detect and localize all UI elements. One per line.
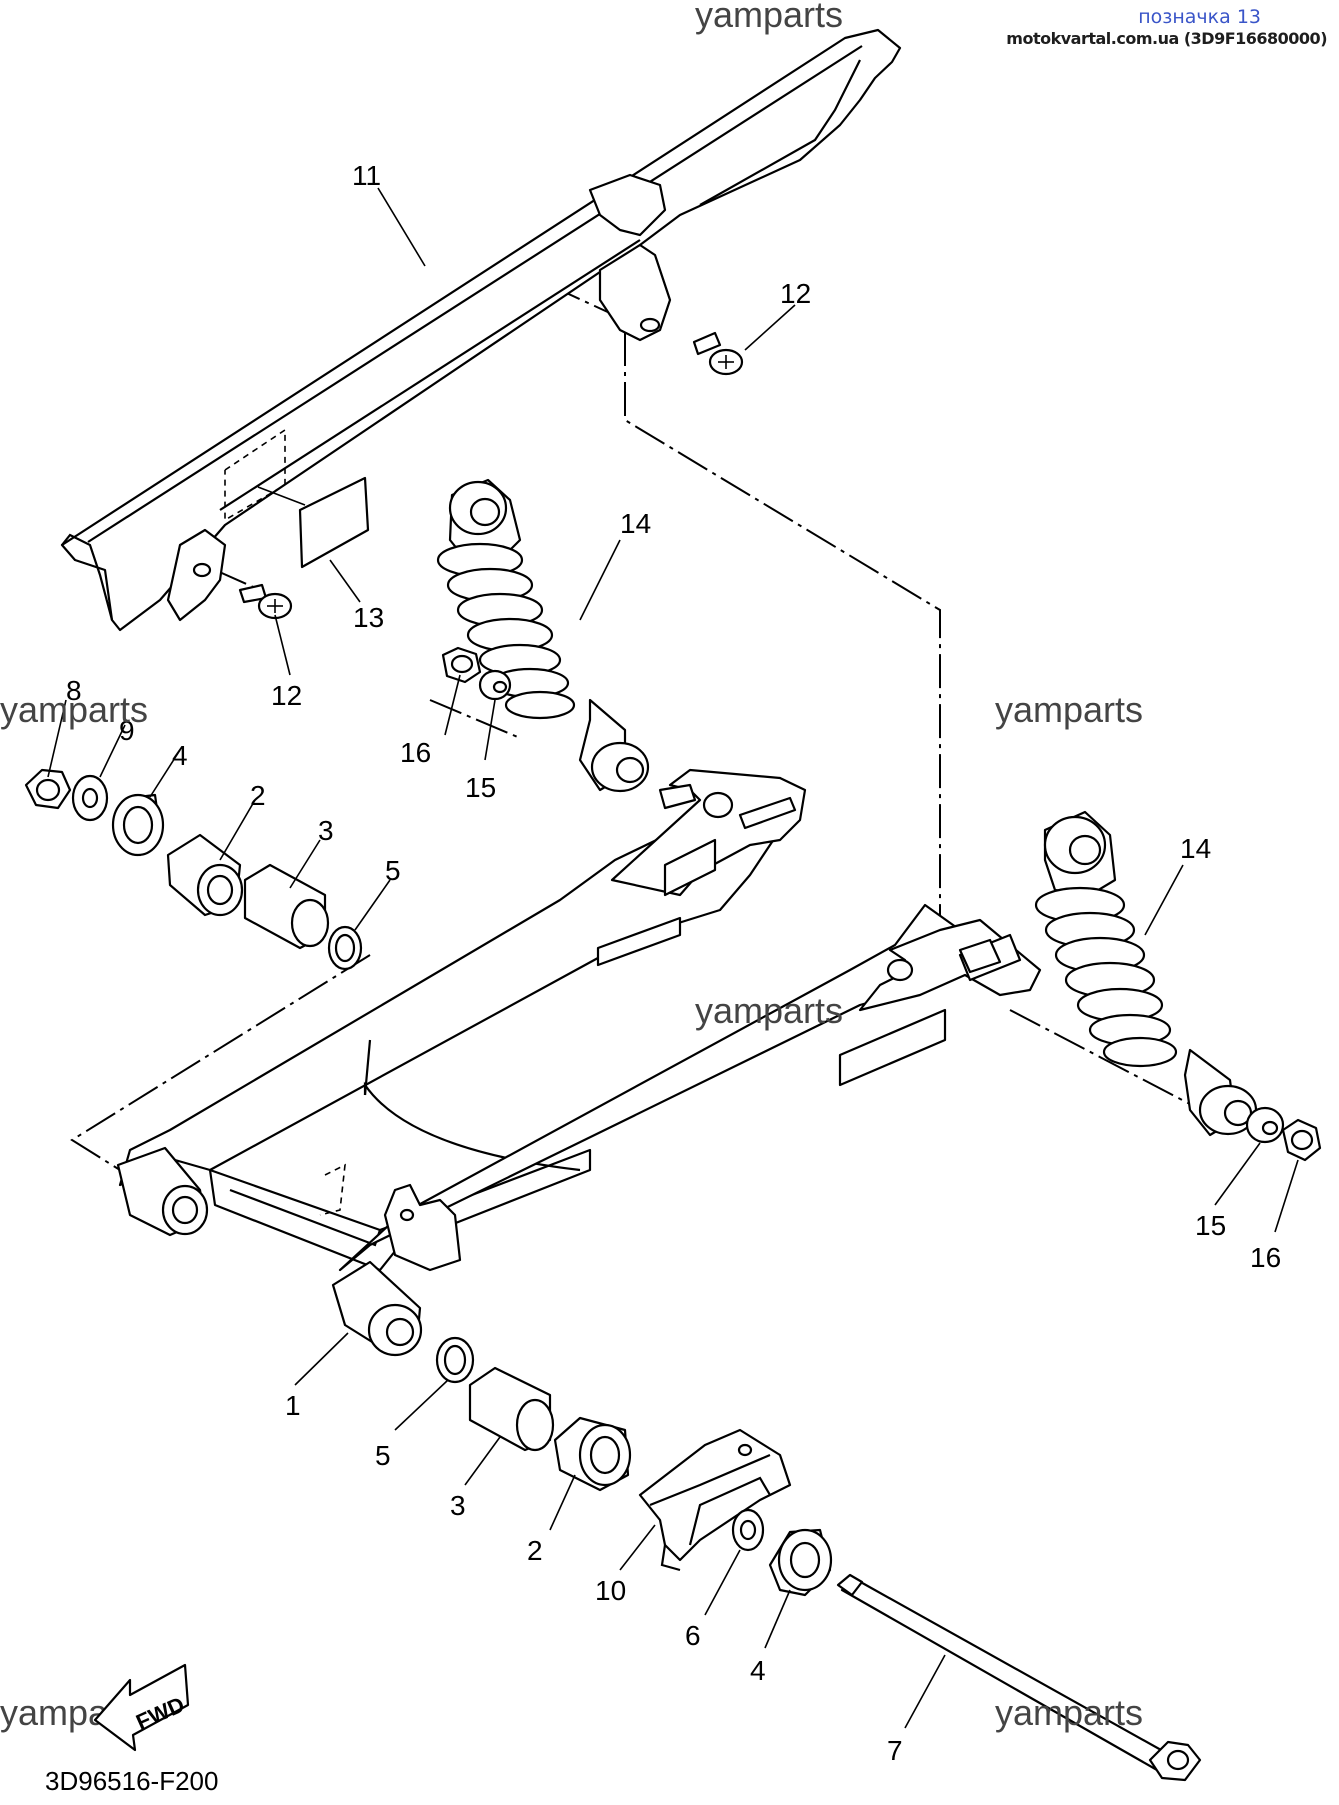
callout-10: 10 xyxy=(595,1575,626,1606)
washer-6 xyxy=(731,1508,765,1552)
callout-15-right: 15 xyxy=(1195,1210,1226,1241)
nut-16-left xyxy=(441,646,482,684)
callout-14-right: 14 xyxy=(1180,833,1211,864)
callout-numbers: 11 12 12 13 14 14 16 15 15 16 8 9 4 2 3 … xyxy=(66,160,1281,1766)
callout-3-bottom: 3 xyxy=(450,1490,466,1521)
callout-7: 7 xyxy=(887,1735,903,1766)
spacer-5-left xyxy=(327,925,363,971)
watermark-middle: yamparts xyxy=(695,990,843,1031)
bearing-4-left xyxy=(111,793,165,857)
callout-5-bottom: 5 xyxy=(375,1440,391,1471)
swingarm-part xyxy=(116,768,1042,1357)
shock-absorber-left xyxy=(436,478,650,793)
diagram-code: 3D96516-F200 xyxy=(45,1766,218,1796)
bolt-12-lower xyxy=(238,583,293,620)
callout-8: 8 xyxy=(66,675,82,706)
watermark-left: yamparts xyxy=(0,689,148,730)
callout-12-bottom: 12 xyxy=(271,680,302,711)
callout-2-left: 2 xyxy=(250,780,266,811)
callout-6: 6 xyxy=(685,1620,701,1651)
bushing-2-left xyxy=(166,833,244,917)
callout-14-left: 14 xyxy=(620,508,651,539)
callout-2-bottom: 2 xyxy=(527,1535,543,1566)
watermark-right: yamparts xyxy=(995,689,1143,730)
bushing-2-right xyxy=(553,1416,632,1492)
collar-3-left xyxy=(243,863,330,950)
callout-4-left: 4 xyxy=(172,740,188,771)
watermark-top: yamparts xyxy=(695,0,843,35)
nut-16-right xyxy=(1281,1118,1322,1162)
callout-4-bottom: 4 xyxy=(750,1655,766,1686)
bolt-12-upper xyxy=(692,331,744,376)
callout-16-left: 16 xyxy=(400,737,431,768)
callout-13: 13 xyxy=(353,602,384,633)
callout-16-right: 16 xyxy=(1250,1242,1281,1273)
collar-3-right xyxy=(468,1366,555,1452)
label-13-part xyxy=(298,476,370,569)
chain-case-part xyxy=(60,28,902,632)
pivot-shaft-7 xyxy=(836,1573,1202,1782)
callout-11: 11 xyxy=(352,160,381,191)
spacer-5-right xyxy=(435,1336,475,1384)
washer-15-left xyxy=(478,669,512,701)
callout-15-left: 15 xyxy=(465,772,496,803)
callout-12-top: 12 xyxy=(780,278,811,309)
shock-absorber-right xyxy=(1034,810,1258,1137)
assembly-guide-lines xyxy=(70,289,1231,1171)
washer-9 xyxy=(71,774,109,822)
washer-15-right xyxy=(1245,1106,1285,1144)
source-caption: motokvartal.com.ua (3D9F16680000) xyxy=(1006,29,1327,48)
callout-1: 1 xyxy=(285,1390,301,1421)
bearing-4-right xyxy=(768,1528,833,1597)
watermark-bottom-right: yamparts xyxy=(995,1692,1143,1733)
nut-8 xyxy=(24,768,72,810)
fwd-arrow-icon: FWD xyxy=(93,1663,190,1752)
page-title: позначка 13 xyxy=(1138,6,1261,28)
chain-puller-10 xyxy=(638,1428,792,1572)
callout-9: 9 xyxy=(119,715,135,746)
callout-3-left: 3 xyxy=(318,815,334,846)
callout-5-left: 5 xyxy=(385,855,401,886)
leader-lines xyxy=(47,187,1299,1729)
